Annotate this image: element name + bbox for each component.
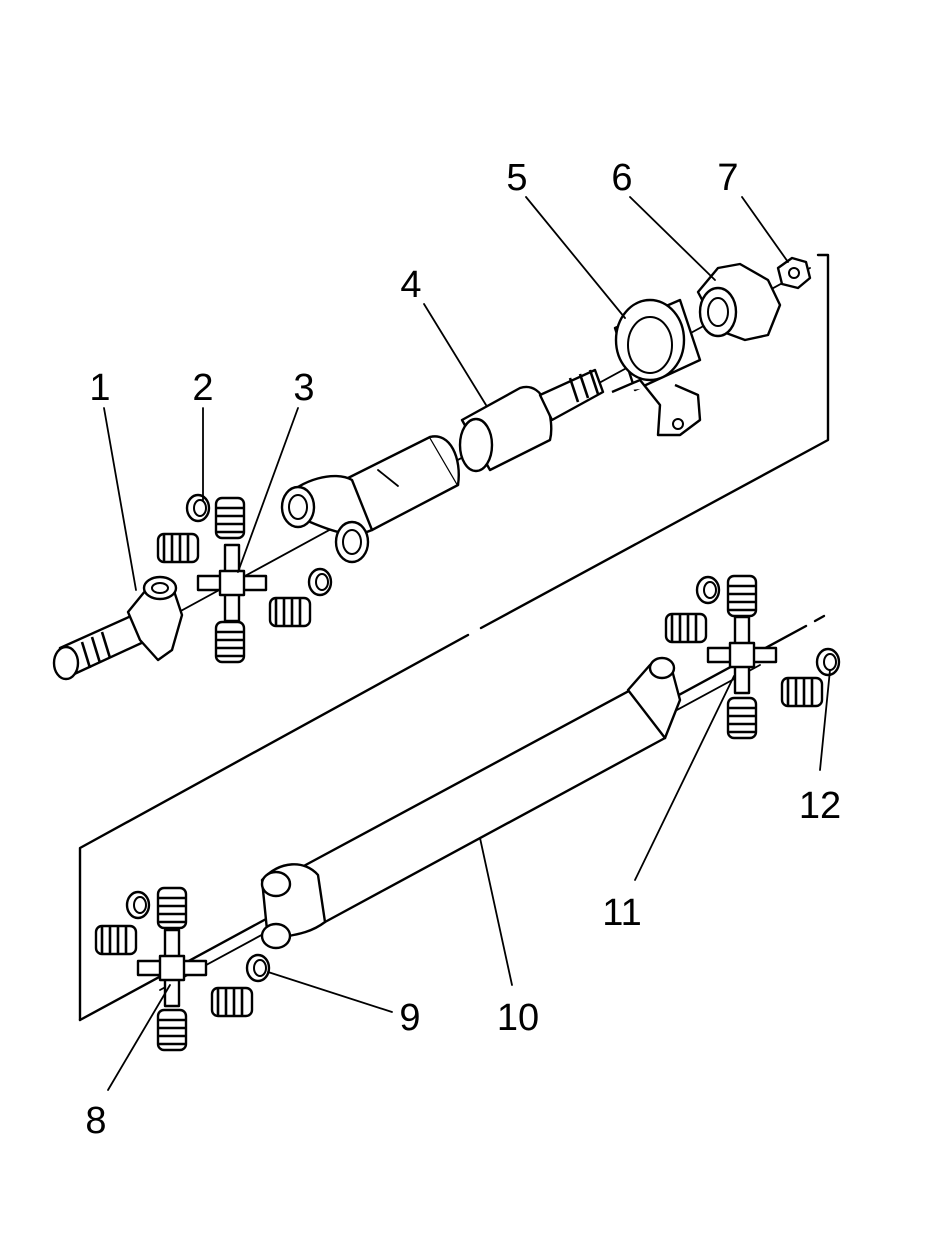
callout-8: 8 — [85, 1100, 106, 1142]
callout-5: 5 — [506, 157, 527, 199]
front-tube-yoke — [280, 435, 460, 564]
rear-u-joint-left — [94, 886, 271, 1052]
center-support-bearing — [611, 298, 702, 437]
callout-labels: 1 2 3 4 5 6 7 8 9 10 11 12 — [85, 157, 841, 1142]
propeller-shaft-tube — [260, 656, 682, 950]
companion-flange — [696, 262, 782, 342]
callout-12: 12 — [799, 785, 841, 827]
callout-9: 9 — [399, 997, 420, 1039]
callout-3: 3 — [293, 367, 314, 409]
callout-2: 2 — [192, 367, 213, 409]
rear-u-joint-right — [664, 574, 841, 740]
callout-11: 11 — [602, 892, 641, 934]
callout-4: 4 — [400, 264, 421, 306]
callout-10: 10 — [497, 997, 539, 1039]
callout-6: 6 — [611, 157, 632, 199]
slip-yoke — [52, 575, 184, 681]
leader-lines — [103, 196, 831, 1091]
callout-1: 1 — [89, 367, 110, 409]
center-slip-shaft — [458, 368, 605, 473]
callout-7: 7 — [717, 157, 738, 199]
flange-nut — [776, 256, 812, 290]
